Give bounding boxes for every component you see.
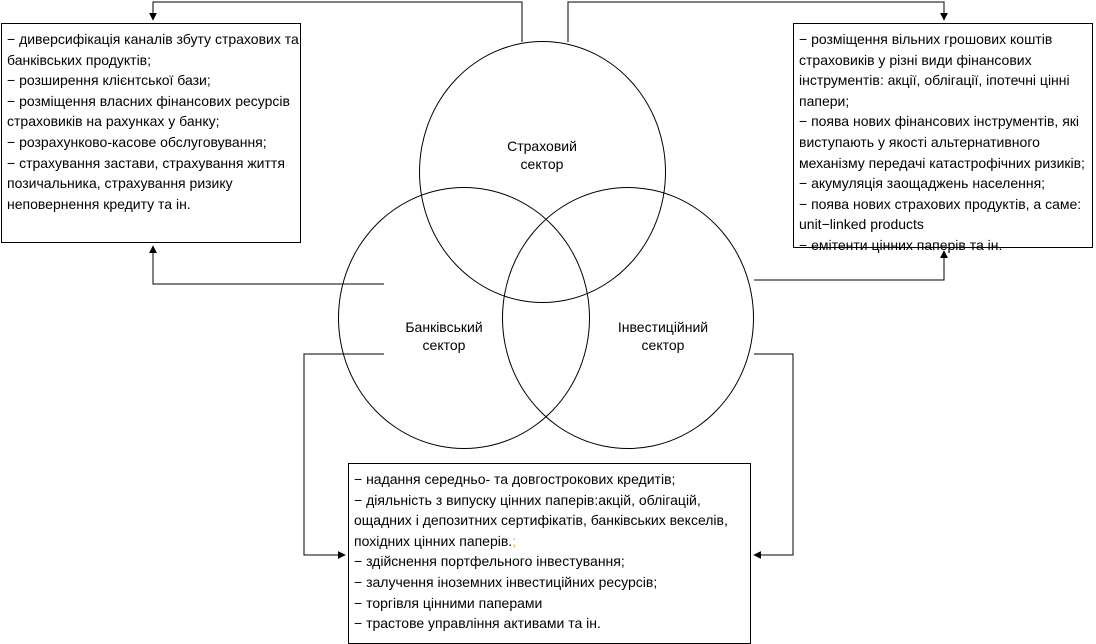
box-line: банківських продуктів; <box>7 51 152 68</box>
box-line: − залучення іноземних інвестиційних ресу… <box>354 573 658 590</box>
box-line: − розміщення вільних грошових коштів <box>799 31 1053 47</box>
box-line: позичальника, страхування ризику <box>7 175 233 192</box>
arrow-banking-to-left-box <box>149 245 384 285</box>
box-line: − страхування застави, страхування життя <box>7 154 285 171</box>
box-line: страховиків у різні види фінансових <box>799 51 1032 68</box>
box-line: − поява нових страхових продуктів, а сам… <box>799 195 1082 212</box>
investment-sector-label-line: сектор <box>641 337 685 353</box>
box-line: похідних цінних паперів. <box>354 532 513 549</box>
banking-sector-label-line: Банківський <box>405 319 483 335</box>
banking-investment-links-box: − надання середньо- та довгострокових кр… <box>348 463 751 644</box>
box-line: − розрахунково-касове обслуговування; <box>7 133 267 150</box>
investment-sector-label: Інвестиційний сектор <box>600 318 726 354</box>
arrow-insurance-to-right-box <box>567 1 948 42</box>
box-line: − здійснення портфельного інвестування; <box>354 553 625 570</box>
box-line: − торгівля цінними паперами <box>354 594 543 611</box>
box-line: ощадних і депозитних сертифікатів, банкі… <box>354 512 728 529</box>
box-line: страховиків на рахунках у банку; <box>7 113 220 130</box>
box-line: − диверсифікація каналів збуту страхових… <box>7 31 299 47</box>
insurance-sector-label-line: Страховий <box>507 138 577 154</box>
arrow-investment-to-right-box <box>754 250 948 281</box>
box-line: − розширення клієнтської бази; <box>7 72 211 89</box>
box-line: unit−linked products <box>799 216 924 233</box>
box-line: − діяльність з випуску цінних паперів:ак… <box>354 491 701 508</box>
box-line: − трастове управління активами та ін. <box>354 615 601 632</box>
arrow-insurance-to-left-box <box>149 1 523 42</box>
investment-sector-circle <box>502 187 754 449</box>
box-line: − розміщення власних фінансових ресурсів <box>7 92 290 109</box>
box-line: − надання середньо- та довгострокових кр… <box>354 471 676 487</box>
box-line: виступають у якості альтернативного <box>799 133 1040 150</box>
box-line: інструментів: акції, облігації, іпотечні… <box>799 72 1070 89</box>
insurance-sector-label-line: сектор <box>520 156 564 172</box>
insurance-sector-label: Страховий сектор <box>492 137 592 173</box>
box-line: папери; <box>799 92 850 109</box>
box-line-with-mark: похідних цінних паперів.; <box>354 531 744 552</box>
investment-sector-label-line: Інвестиційний <box>617 319 709 335</box>
arrow-investment-to-bottom-box <box>753 353 794 559</box>
stray-mark: ; <box>512 532 517 549</box>
box-line: неповернення кредиту та ін. <box>7 195 191 212</box>
banking-sector-label: Банківський сектор <box>394 318 494 354</box>
insurance-banking-links-box: − диверсифікація каналів збуту страхових… <box>1 23 301 243</box>
box-line: − поява нових фінансових інструментів, я… <box>799 113 1080 130</box>
box-line: механізму передачі катастрофічних ризикі… <box>799 154 1085 171</box>
box-line: − емітенти цінних паперів та ін. <box>799 236 1003 253</box>
insurance-investment-links-box: − розміщення вільних грошових коштів стр… <box>793 23 1093 253</box>
box-line: − акумуляція заощаджень населення; <box>799 175 1046 192</box>
banking-sector-label-line: сектор <box>422 337 466 353</box>
